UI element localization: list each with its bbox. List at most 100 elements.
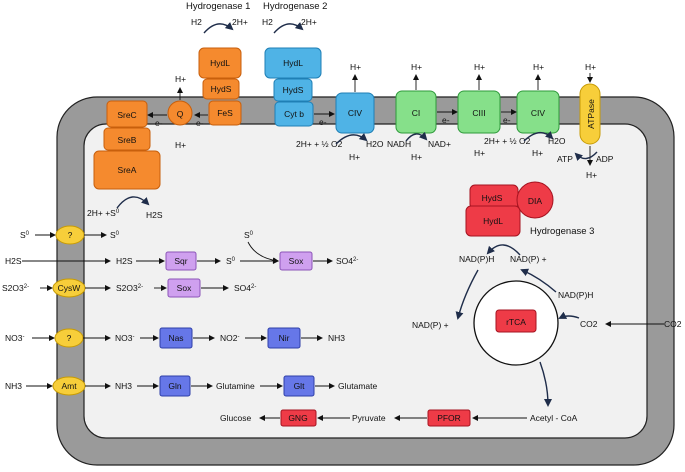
complex-i: CI bbox=[395, 90, 437, 134]
srec: SreC bbox=[106, 100, 148, 128]
hyd2-h2-oxidation-arrow bbox=[273, 22, 304, 34]
hyd1-hyds-label: HydS bbox=[211, 84, 232, 94]
complex-iv-blue-label: CIV bbox=[348, 108, 363, 118]
q-proton-in-label: H+ bbox=[175, 140, 186, 150]
sulfur-reduction-h2s: H2S bbox=[146, 210, 163, 220]
hyd2-hyds-label: HydS bbox=[283, 85, 304, 95]
hyd3-dia-label: DIA bbox=[528, 196, 543, 206]
h2s-inside-label: H2S bbox=[116, 256, 133, 266]
sreb: SreB bbox=[103, 127, 151, 151]
sox2-label: Sox bbox=[177, 283, 192, 293]
complex-iii: CIII bbox=[457, 90, 501, 134]
ammonia-inside-label: NH3 bbox=[115, 381, 132, 391]
rtca-box: rTCA bbox=[495, 309, 537, 333]
co2-to-rtca-arrow bbox=[558, 311, 580, 319]
amt-transporter: Amt bbox=[52, 376, 86, 396]
sqr: Sqr bbox=[165, 251, 197, 271]
hyd2-cytb-label: Cyt b bbox=[284, 109, 304, 119]
complex-iv-blue: CIV bbox=[335, 92, 375, 134]
glucose-label: Glucose bbox=[220, 413, 251, 423]
adp-label: ADP bbox=[596, 154, 614, 164]
hyd3-hyds: HydS bbox=[469, 184, 519, 210]
sqr-label: Sqr bbox=[174, 256, 187, 266]
ammonia-1-label: NH3 bbox=[328, 333, 345, 343]
s0-transporter: ? bbox=[55, 225, 85, 245]
thiosulfate-inside-label: S2O32- bbox=[116, 283, 143, 293]
ciii-proton-in-label: H+ bbox=[474, 148, 485, 158]
srec-label: SreC bbox=[117, 110, 136, 120]
ci-to-ciii-electron-label: e- bbox=[442, 115, 450, 125]
ci-proton-out-label: H+ bbox=[411, 62, 422, 72]
ciii-to-civ-electron-label: e- bbox=[503, 115, 511, 125]
co2-outside-label: CO2 bbox=[664, 319, 682, 329]
atpase-proton-in-label: H+ bbox=[586, 170, 597, 180]
hyd1-fes-label: FeS bbox=[217, 108, 233, 118]
s0-transporter-label: ? bbox=[68, 230, 73, 240]
amt-label: Amt bbox=[61, 381, 77, 391]
atp-synthesis-arrow bbox=[574, 151, 598, 162]
sox1-label: Sox bbox=[289, 256, 304, 266]
s0-outside-label: S0 bbox=[20, 230, 30, 240]
hyd2-hydl-label: HydL bbox=[283, 58, 303, 68]
hydrogenase2-label: Hydrogenase 2 bbox=[263, 1, 327, 12]
complex-i-label: CI bbox=[412, 108, 421, 118]
ci-nad-label: NAD+ bbox=[428, 139, 451, 149]
sulfate-1-label: SO42- bbox=[336, 256, 358, 266]
atp-label: ATP bbox=[557, 154, 573, 164]
cysw-label: CysW bbox=[58, 283, 81, 293]
nas: Nas bbox=[159, 327, 193, 349]
nadph-consumption-arrow bbox=[455, 269, 479, 320]
civ2-proton-out-label: H+ bbox=[533, 62, 544, 72]
q-proton-out-label: H+ bbox=[175, 74, 186, 84]
nitrate-inside-label: NO3- bbox=[115, 333, 134, 343]
pfor: PFOR bbox=[427, 409, 471, 427]
hyd1-fes: FeS bbox=[208, 100, 242, 126]
gng: GNG bbox=[280, 409, 317, 427]
cytb-to-civ-electron-label: e- bbox=[319, 117, 327, 127]
ammonia-outside-label: NH3 bbox=[5, 381, 22, 391]
hydrogenase3-label: Hydrogenase 3 bbox=[530, 226, 594, 237]
fes-to-q-electron-label: e- bbox=[196, 118, 204, 128]
nitrite-label: NO2- bbox=[220, 333, 239, 343]
hyd2-cytb: Cyt b bbox=[274, 101, 314, 127]
quinone-q: Q bbox=[167, 100, 193, 126]
hyd3-hydl: HydL bbox=[465, 205, 521, 237]
q-to-srec-electron-label: e- bbox=[155, 118, 163, 128]
glt: Glt bbox=[283, 375, 315, 397]
nadph-left-label: NAD(P)H bbox=[459, 254, 494, 264]
sulfur-reduction-reactants: 2H+ +S0 bbox=[87, 208, 120, 218]
hyd2-hyds: HydS bbox=[273, 78, 313, 102]
hyd1-hydl: HydL bbox=[198, 47, 242, 79]
srea: SreA bbox=[93, 150, 161, 190]
ciii-proton-out-label: H+ bbox=[474, 62, 485, 72]
nadph-right-label: NAD(P)H bbox=[558, 290, 593, 300]
complex-iv-green: CIV bbox=[516, 90, 560, 134]
hyd3-nadp-reduction-arrow bbox=[486, 244, 521, 256]
h2-1-product-label: 2H+ bbox=[232, 17, 248, 27]
sox1: Sox bbox=[279, 251, 313, 271]
sreb-label: SreB bbox=[118, 135, 137, 145]
rtca-label: rTCA bbox=[506, 317, 526, 327]
hyd2-hydl: HydL bbox=[264, 47, 322, 79]
thiosulfate-outside-label: S2O32- bbox=[2, 283, 29, 293]
civ1-reduction-arrow bbox=[335, 133, 368, 145]
acetylcoa-label: Acetyl - CoA bbox=[530, 413, 578, 423]
quinone-label: Q bbox=[177, 109, 184, 119]
hyd3-dia: DIA bbox=[516, 181, 554, 219]
co2-inside-label: CO2 bbox=[580, 319, 598, 329]
h2s-outside-label: H2S bbox=[5, 256, 22, 266]
ci-nadh-label: NADH bbox=[387, 139, 411, 149]
nir: Nir bbox=[267, 327, 301, 349]
hyd1-hydl-label: HydL bbox=[210, 58, 230, 68]
civ2-water-label: H2O bbox=[548, 136, 566, 146]
sulfur-reduction-arrow bbox=[116, 196, 150, 209]
srea-label: SreA bbox=[118, 165, 137, 175]
h2-2-product-label: 2H+ bbox=[301, 17, 317, 27]
nitrate-transporter: ? bbox=[54, 328, 84, 348]
hyd3-hydl-label: HydL bbox=[483, 216, 503, 226]
gng-label: GNG bbox=[288, 413, 307, 423]
nadp-out-label: NAD(P) + bbox=[412, 320, 449, 330]
sox2: Sox bbox=[167, 278, 201, 298]
